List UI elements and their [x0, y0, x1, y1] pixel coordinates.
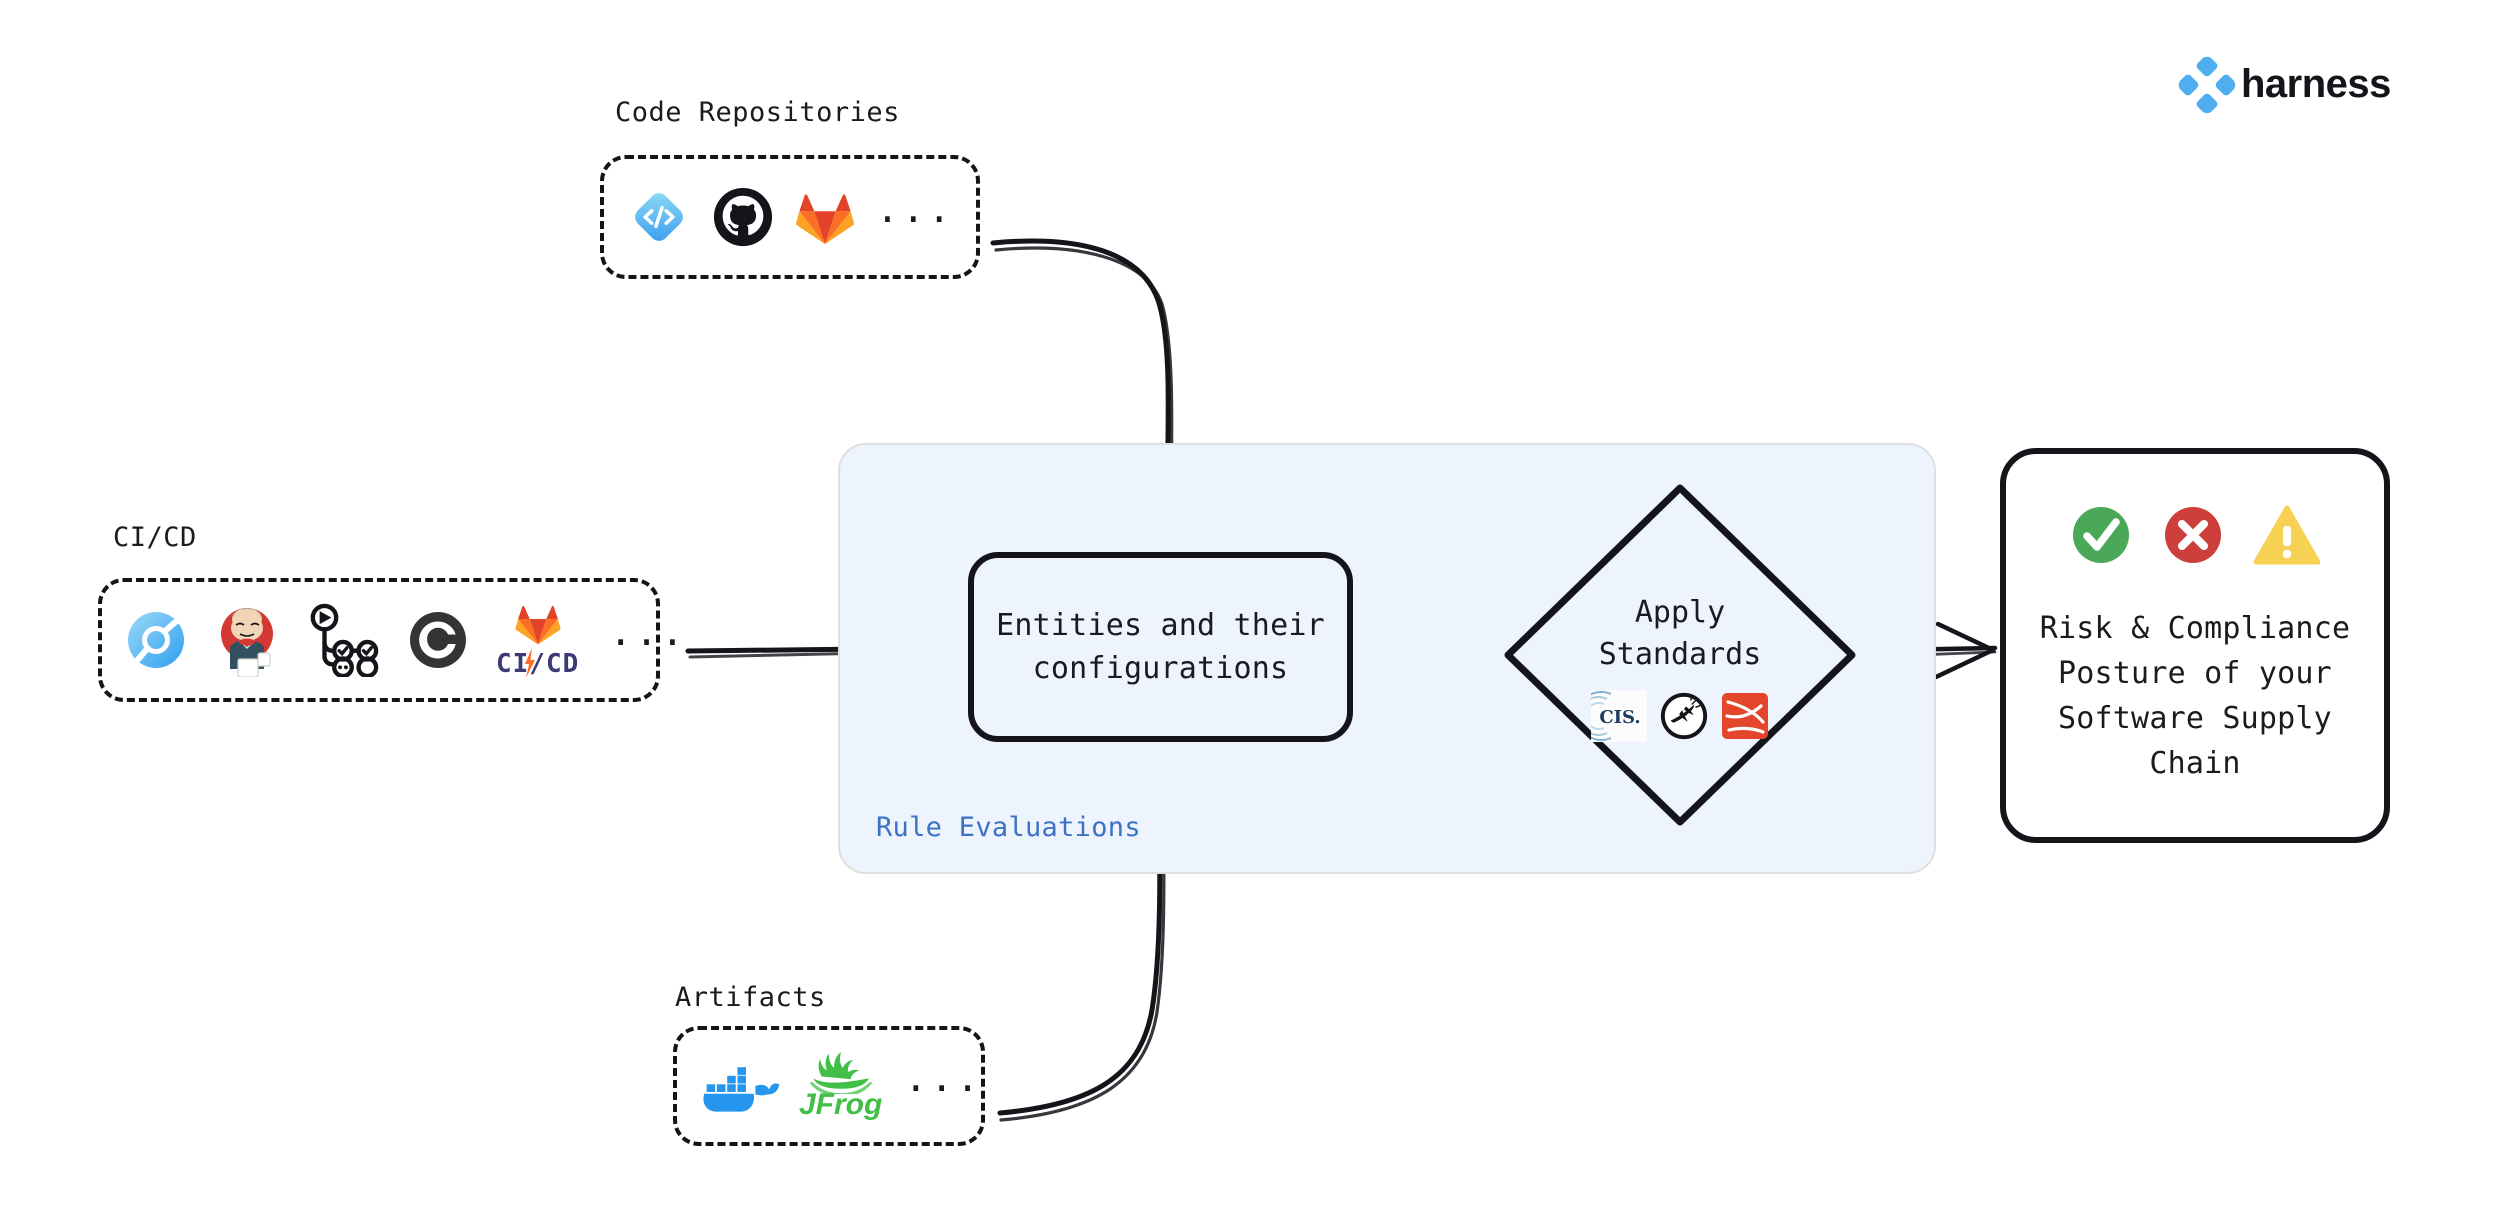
harness-code-repo-icon — [635, 193, 683, 241]
ci-cd-box: CI/CD ... — [98, 578, 684, 702]
gitlab-fox-icon — [515, 605, 561, 645]
jfrog-icon: JFrog — [799, 1052, 882, 1120]
harness-ci-icon — [128, 612, 184, 668]
check-circle-icon — [2073, 507, 2129, 563]
gitlab-cicd-caption: CI/CD — [496, 649, 580, 679]
github-actions-icon — [310, 603, 379, 677]
artifacts-box: JFrog ... — [673, 1026, 985, 1146]
artifacts-overflow: ... — [904, 1056, 982, 1101]
github-icon — [713, 187, 773, 247]
harness-wordmark: harness — [2241, 62, 2391, 106]
outcome-line-2: Posture of your — [2058, 656, 2332, 691]
entities-line-2: configurations — [1032, 651, 1289, 686]
lightning-bolt-icon — [525, 648, 535, 678]
harness-diamond-icon — [2175, 53, 2239, 116]
entities-line-1: Entities and their — [996, 607, 1325, 643]
apply-standards-node: Apply Standards CIS. — [1500, 480, 1860, 830]
docker-icon — [703, 1067, 780, 1112]
outcome-line-1: Risk & Compliance — [2039, 611, 2351, 646]
jenkins-icon — [221, 608, 273, 677]
owasp-icon — [1722, 693, 1768, 739]
cis-label: CIS. — [1599, 707, 1640, 728]
apply-standards-line-2: Standards — [1598, 637, 1762, 672]
gitlab-icon — [795, 194, 855, 245]
code-repositories-box: ... — [600, 155, 980, 279]
code-repositories-overflow: ... — [876, 187, 954, 232]
outcome-box: Risk & Compliance Posture of your Softwa… — [2000, 448, 2390, 843]
apply-standards-line-1: Apply — [1634, 595, 1726, 630]
code-repositories-label: Code Repositories — [615, 97, 900, 128]
slsa-icon — [1660, 692, 1708, 740]
cis-benchmark-icon: CIS. — [1591, 690, 1647, 742]
circleci-icon — [410, 612, 466, 668]
artifacts-label: Artifacts — [675, 982, 826, 1013]
warning-triangle-icon — [2254, 505, 2320, 565]
gitlab-cicd-icon: CI/CD — [496, 601, 579, 679]
x-circle-icon — [2165, 507, 2221, 563]
rule-evaluations-label: Rule Evaluations — [876, 812, 1141, 843]
outcome-line-4: Chain — [2149, 746, 2241, 781]
ci-cd-overflow: ... — [609, 610, 687, 655]
jfrog-caption: JFrog — [799, 1088, 883, 1121]
entities-box: Entities and their configurations — [968, 552, 1353, 742]
harness-logo: harness — [2175, 53, 2391, 116]
ci-cd-label: CI/CD — [113, 522, 197, 553]
outcome-line-3: Software Supply — [2058, 701, 2332, 736]
jfrog-splash-icon — [809, 1052, 873, 1094]
